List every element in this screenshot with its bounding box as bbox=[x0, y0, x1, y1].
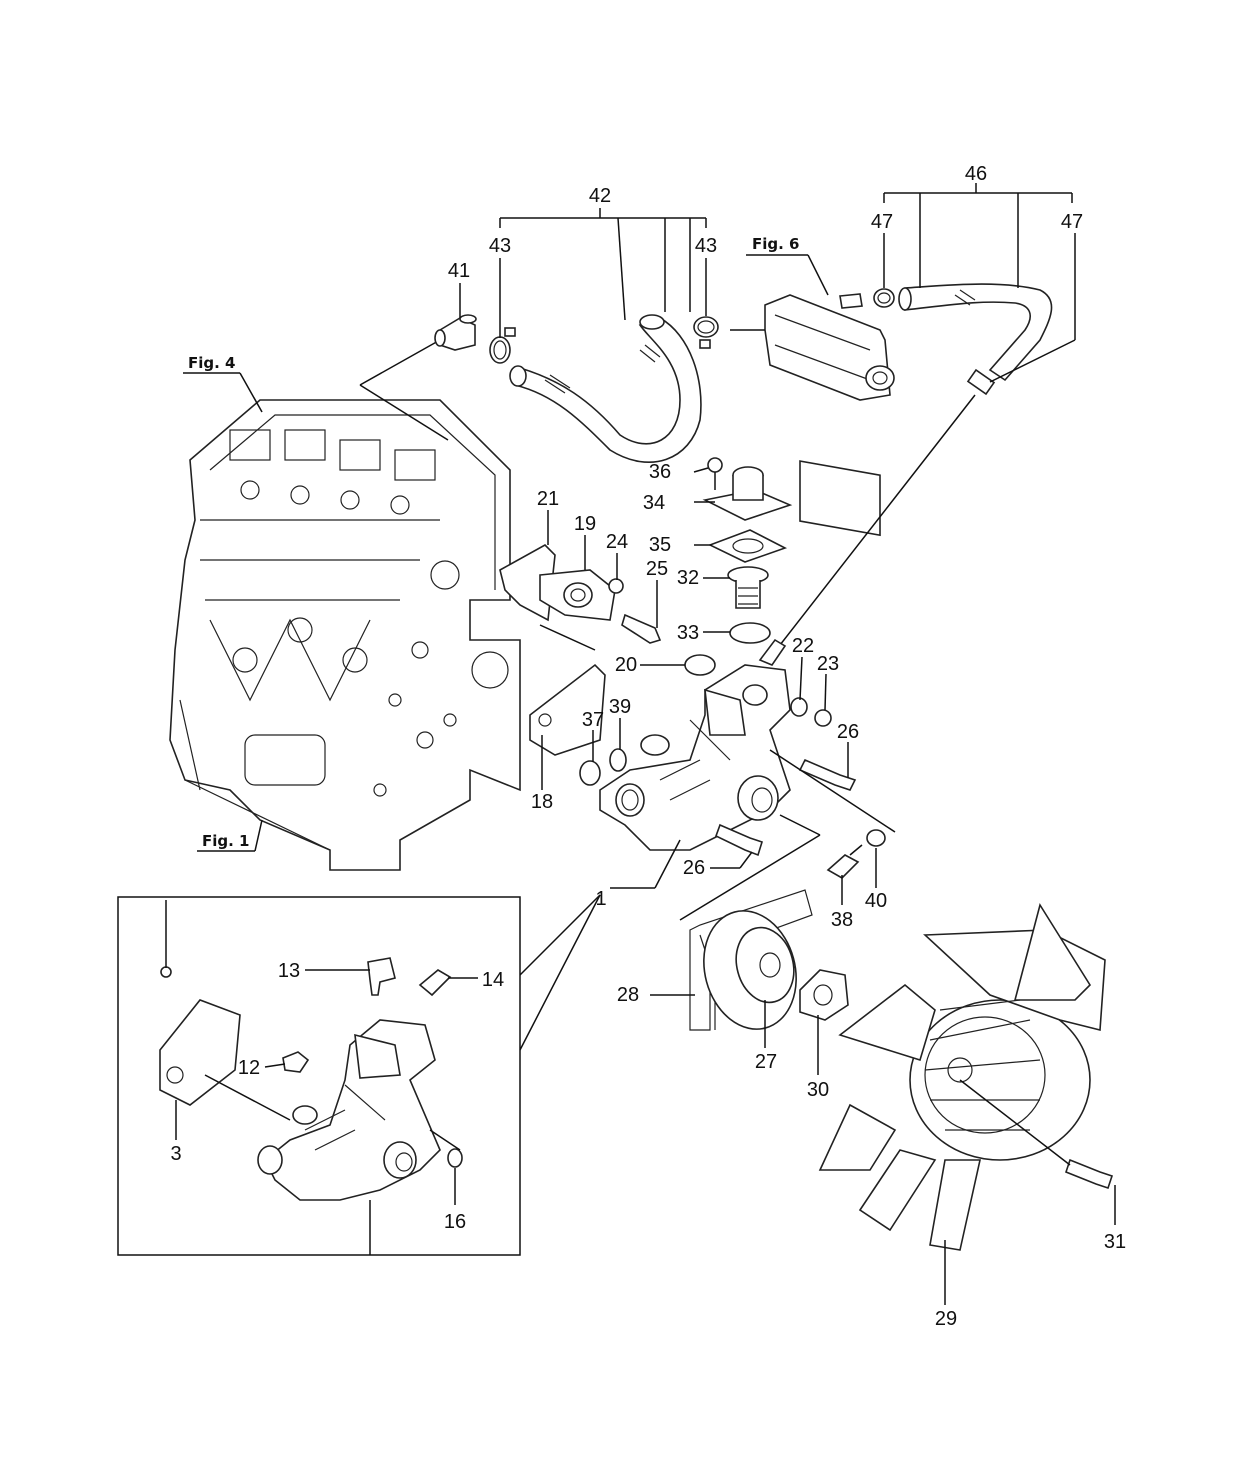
callout-33: 33 bbox=[677, 622, 699, 644]
hose-clamp-43-right bbox=[693, 316, 719, 349]
gasket-35 bbox=[707, 529, 788, 563]
water-pump-assembly-inset bbox=[117, 894, 601, 1256]
leader-lines bbox=[175, 183, 1116, 1305]
callout-26-lower: 26 bbox=[683, 857, 705, 879]
callout-41: 41 bbox=[448, 260, 470, 282]
spacer-30 bbox=[799, 969, 849, 1021]
bolt-25 bbox=[621, 613, 662, 644]
callout-29: 29 bbox=[935, 1308, 957, 1330]
callout-18: 18 bbox=[531, 791, 553, 813]
thermostat-32 bbox=[727, 566, 769, 609]
callout-47-left: 47 bbox=[871, 211, 893, 233]
washer-22 bbox=[790, 697, 808, 717]
bolt-24 bbox=[608, 578, 624, 594]
hose-clamp-47-left bbox=[873, 288, 895, 308]
callout-47-right: 47 bbox=[1061, 211, 1083, 233]
bolt-26-lower bbox=[715, 823, 763, 857]
cooling-fan-29 bbox=[818, 903, 1106, 1251]
fig1-reference: Fig. 1 bbox=[197, 819, 263, 852]
callout-42: 42 bbox=[589, 185, 611, 207]
callout-14: 14 bbox=[482, 969, 504, 991]
egr-hose-assembly bbox=[839, 283, 1053, 382]
svg-text:Fig. 1: Fig. 1 bbox=[202, 832, 249, 850]
callout-1: 1 bbox=[595, 888, 606, 910]
callout-34: 34 bbox=[643, 492, 665, 514]
bypass-hose-assembly bbox=[359, 314, 702, 464]
svg-text:Fig. 6: Fig. 6 bbox=[752, 235, 799, 253]
callout-13: 13 bbox=[278, 960, 300, 982]
thermostat-cover-34 bbox=[702, 466, 793, 521]
callout-labels: 42 43 43 41 46 47 47 36 34 35 32 33 20 2… bbox=[170, 163, 1126, 1330]
callout-28: 28 bbox=[617, 984, 639, 1006]
gasket-39 bbox=[609, 748, 627, 772]
callout-46: 46 bbox=[965, 163, 987, 185]
plug-37 bbox=[579, 760, 601, 786]
callout-40: 40 bbox=[865, 890, 887, 912]
bolt-31 bbox=[1065, 1158, 1114, 1190]
bolt-23 bbox=[814, 709, 832, 727]
callout-30: 30 bbox=[807, 1079, 829, 1101]
engine-block bbox=[169, 399, 521, 871]
callout-43-left: 43 bbox=[489, 235, 511, 257]
callout-19: 19 bbox=[574, 513, 596, 535]
callout-23: 23 bbox=[817, 653, 839, 675]
elbow-fitting-41 bbox=[434, 314, 477, 351]
o-ring-33 bbox=[729, 622, 771, 644]
callout-21: 21 bbox=[537, 488, 559, 510]
callout-27: 27 bbox=[755, 1051, 777, 1073]
hose-clamp-43-left bbox=[489, 327, 516, 364]
callout-31: 31 bbox=[1104, 1231, 1126, 1253]
fig6-reference: Fig. 6 bbox=[746, 235, 829, 296]
callout-37: 37 bbox=[582, 709, 604, 731]
callout-24: 24 bbox=[606, 531, 628, 553]
callout-25: 25 bbox=[646, 558, 668, 580]
callout-32: 32 bbox=[677, 567, 699, 589]
callout-16: 16 bbox=[444, 1211, 466, 1233]
pulley-27 bbox=[703, 910, 797, 1030]
callout-36: 36 bbox=[649, 461, 671, 483]
temp-sensor-38 bbox=[826, 844, 863, 879]
callout-20: 20 bbox=[615, 654, 637, 676]
callout-38: 38 bbox=[831, 909, 853, 931]
callout-35: 35 bbox=[649, 534, 671, 556]
svg-text:Fig. 4: Fig. 4 bbox=[188, 354, 235, 372]
water-flange-19 bbox=[539, 569, 616, 621]
bolt-36 bbox=[707, 457, 723, 490]
callout-12: 12 bbox=[238, 1057, 260, 1079]
water-pump-1 bbox=[599, 638, 791, 851]
callout-22: 22 bbox=[792, 635, 814, 657]
callout-3: 3 bbox=[170, 1143, 181, 1165]
callout-39: 39 bbox=[609, 696, 631, 718]
o-ring-20 bbox=[684, 654, 716, 676]
washer-40 bbox=[866, 829, 886, 847]
fig4-reference: Fig. 4 bbox=[183, 354, 263, 413]
egr-cooler bbox=[730, 294, 895, 537]
callout-26-upper: 26 bbox=[837, 721, 859, 743]
callout-43-right: 43 bbox=[695, 235, 717, 257]
hose-clamp-47-right bbox=[966, 368, 996, 396]
gasket-18 bbox=[529, 663, 606, 756]
